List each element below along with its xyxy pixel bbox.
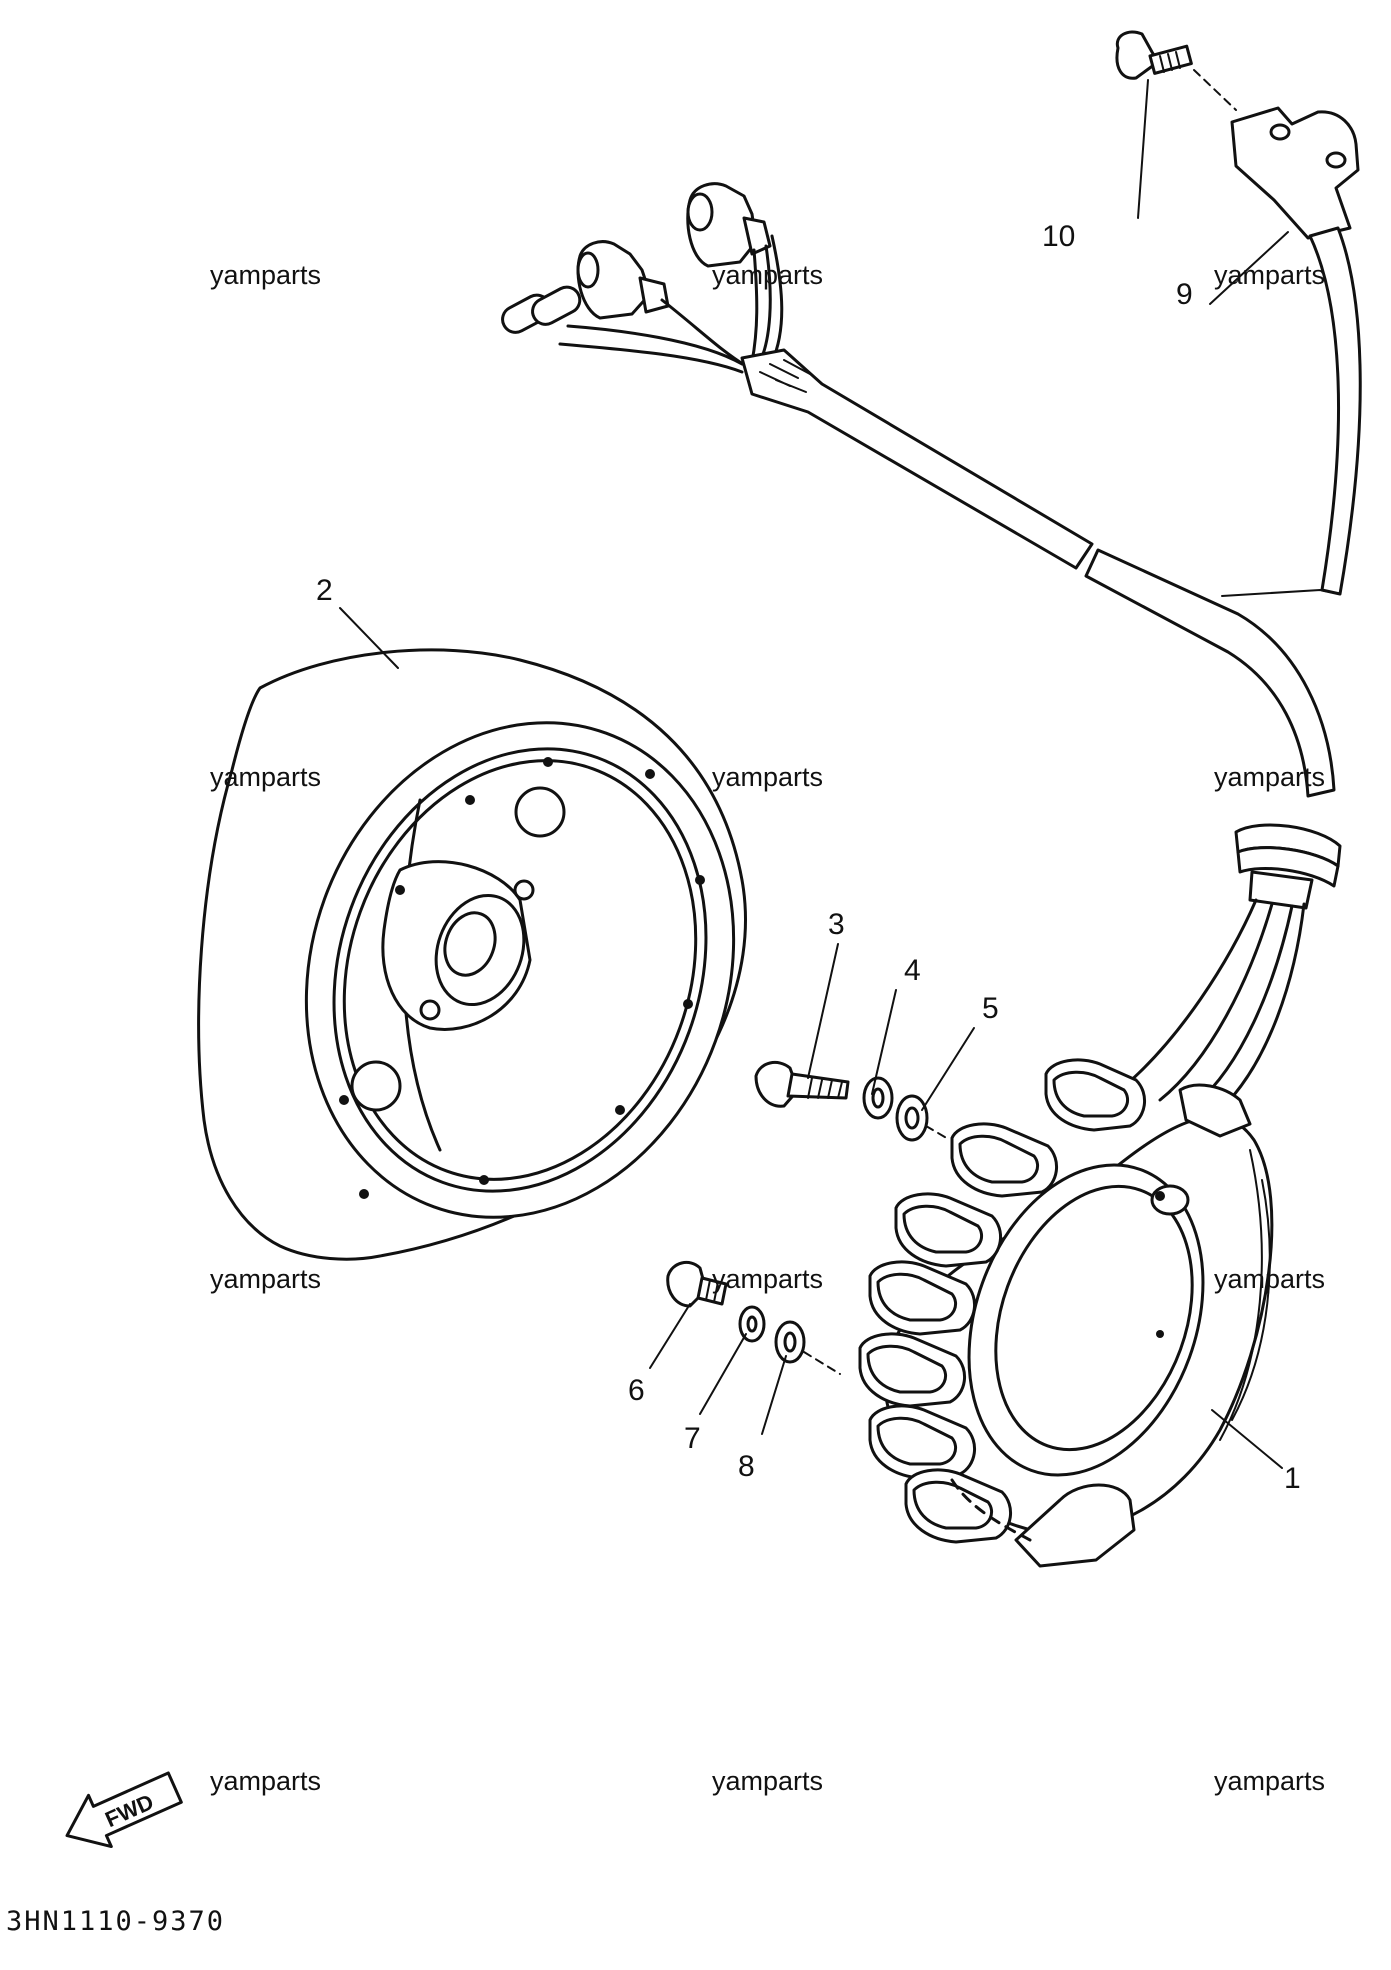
part-4-washer <box>862 1076 894 1120</box>
watermark: yamparts <box>210 1264 322 1294</box>
callout-10: 10 <box>1042 220 1075 253</box>
callout-8: 8 <box>738 1450 755 1483</box>
fwd-arrow-icon: FWD <box>65 1771 183 1849</box>
wire-harness <box>501 182 1342 1112</box>
part-10-bolt <box>1115 30 1193 80</box>
callout-7: 7 <box>684 1422 701 1455</box>
part-9-bracket <box>1221 106 1362 597</box>
callout-5: 5 <box>982 992 999 1025</box>
watermark: yamparts <box>712 260 824 290</box>
part-7-washer <box>738 1305 766 1343</box>
watermark: yamparts <box>210 762 322 792</box>
part-1-stator <box>858 1058 1274 1568</box>
part-5-washer <box>895 1094 929 1142</box>
leader-lines <box>339 69 1289 1469</box>
callout-1: 1 <box>1284 1462 1301 1495</box>
watermark: yamparts <box>712 1766 824 1796</box>
part-3-bolt <box>754 1060 850 1108</box>
callout-4: 4 <box>904 954 921 987</box>
callout-9: 9 <box>1176 278 1193 311</box>
watermark: yamparts <box>210 260 322 290</box>
callout-3: 3 <box>828 908 845 941</box>
drawing-code: 3HN1110-9370 <box>6 1906 226 1937</box>
watermark: yamparts <box>1214 762 1326 792</box>
watermark: yamparts <box>1214 1766 1326 1796</box>
watermark: yamparts <box>712 762 824 792</box>
callout-6: 6 <box>628 1374 645 1407</box>
watermark: yamparts <box>210 1766 322 1796</box>
part-8-washer <box>774 1320 806 1364</box>
part-2-rotor <box>197 648 747 1261</box>
watermark: yamparts <box>712 1264 824 1294</box>
part-6-bolt <box>666 1260 728 1308</box>
watermark: yamparts <box>1214 260 1326 290</box>
callout-2: 2 <box>316 574 333 607</box>
watermark: yamparts <box>1214 1264 1326 1294</box>
